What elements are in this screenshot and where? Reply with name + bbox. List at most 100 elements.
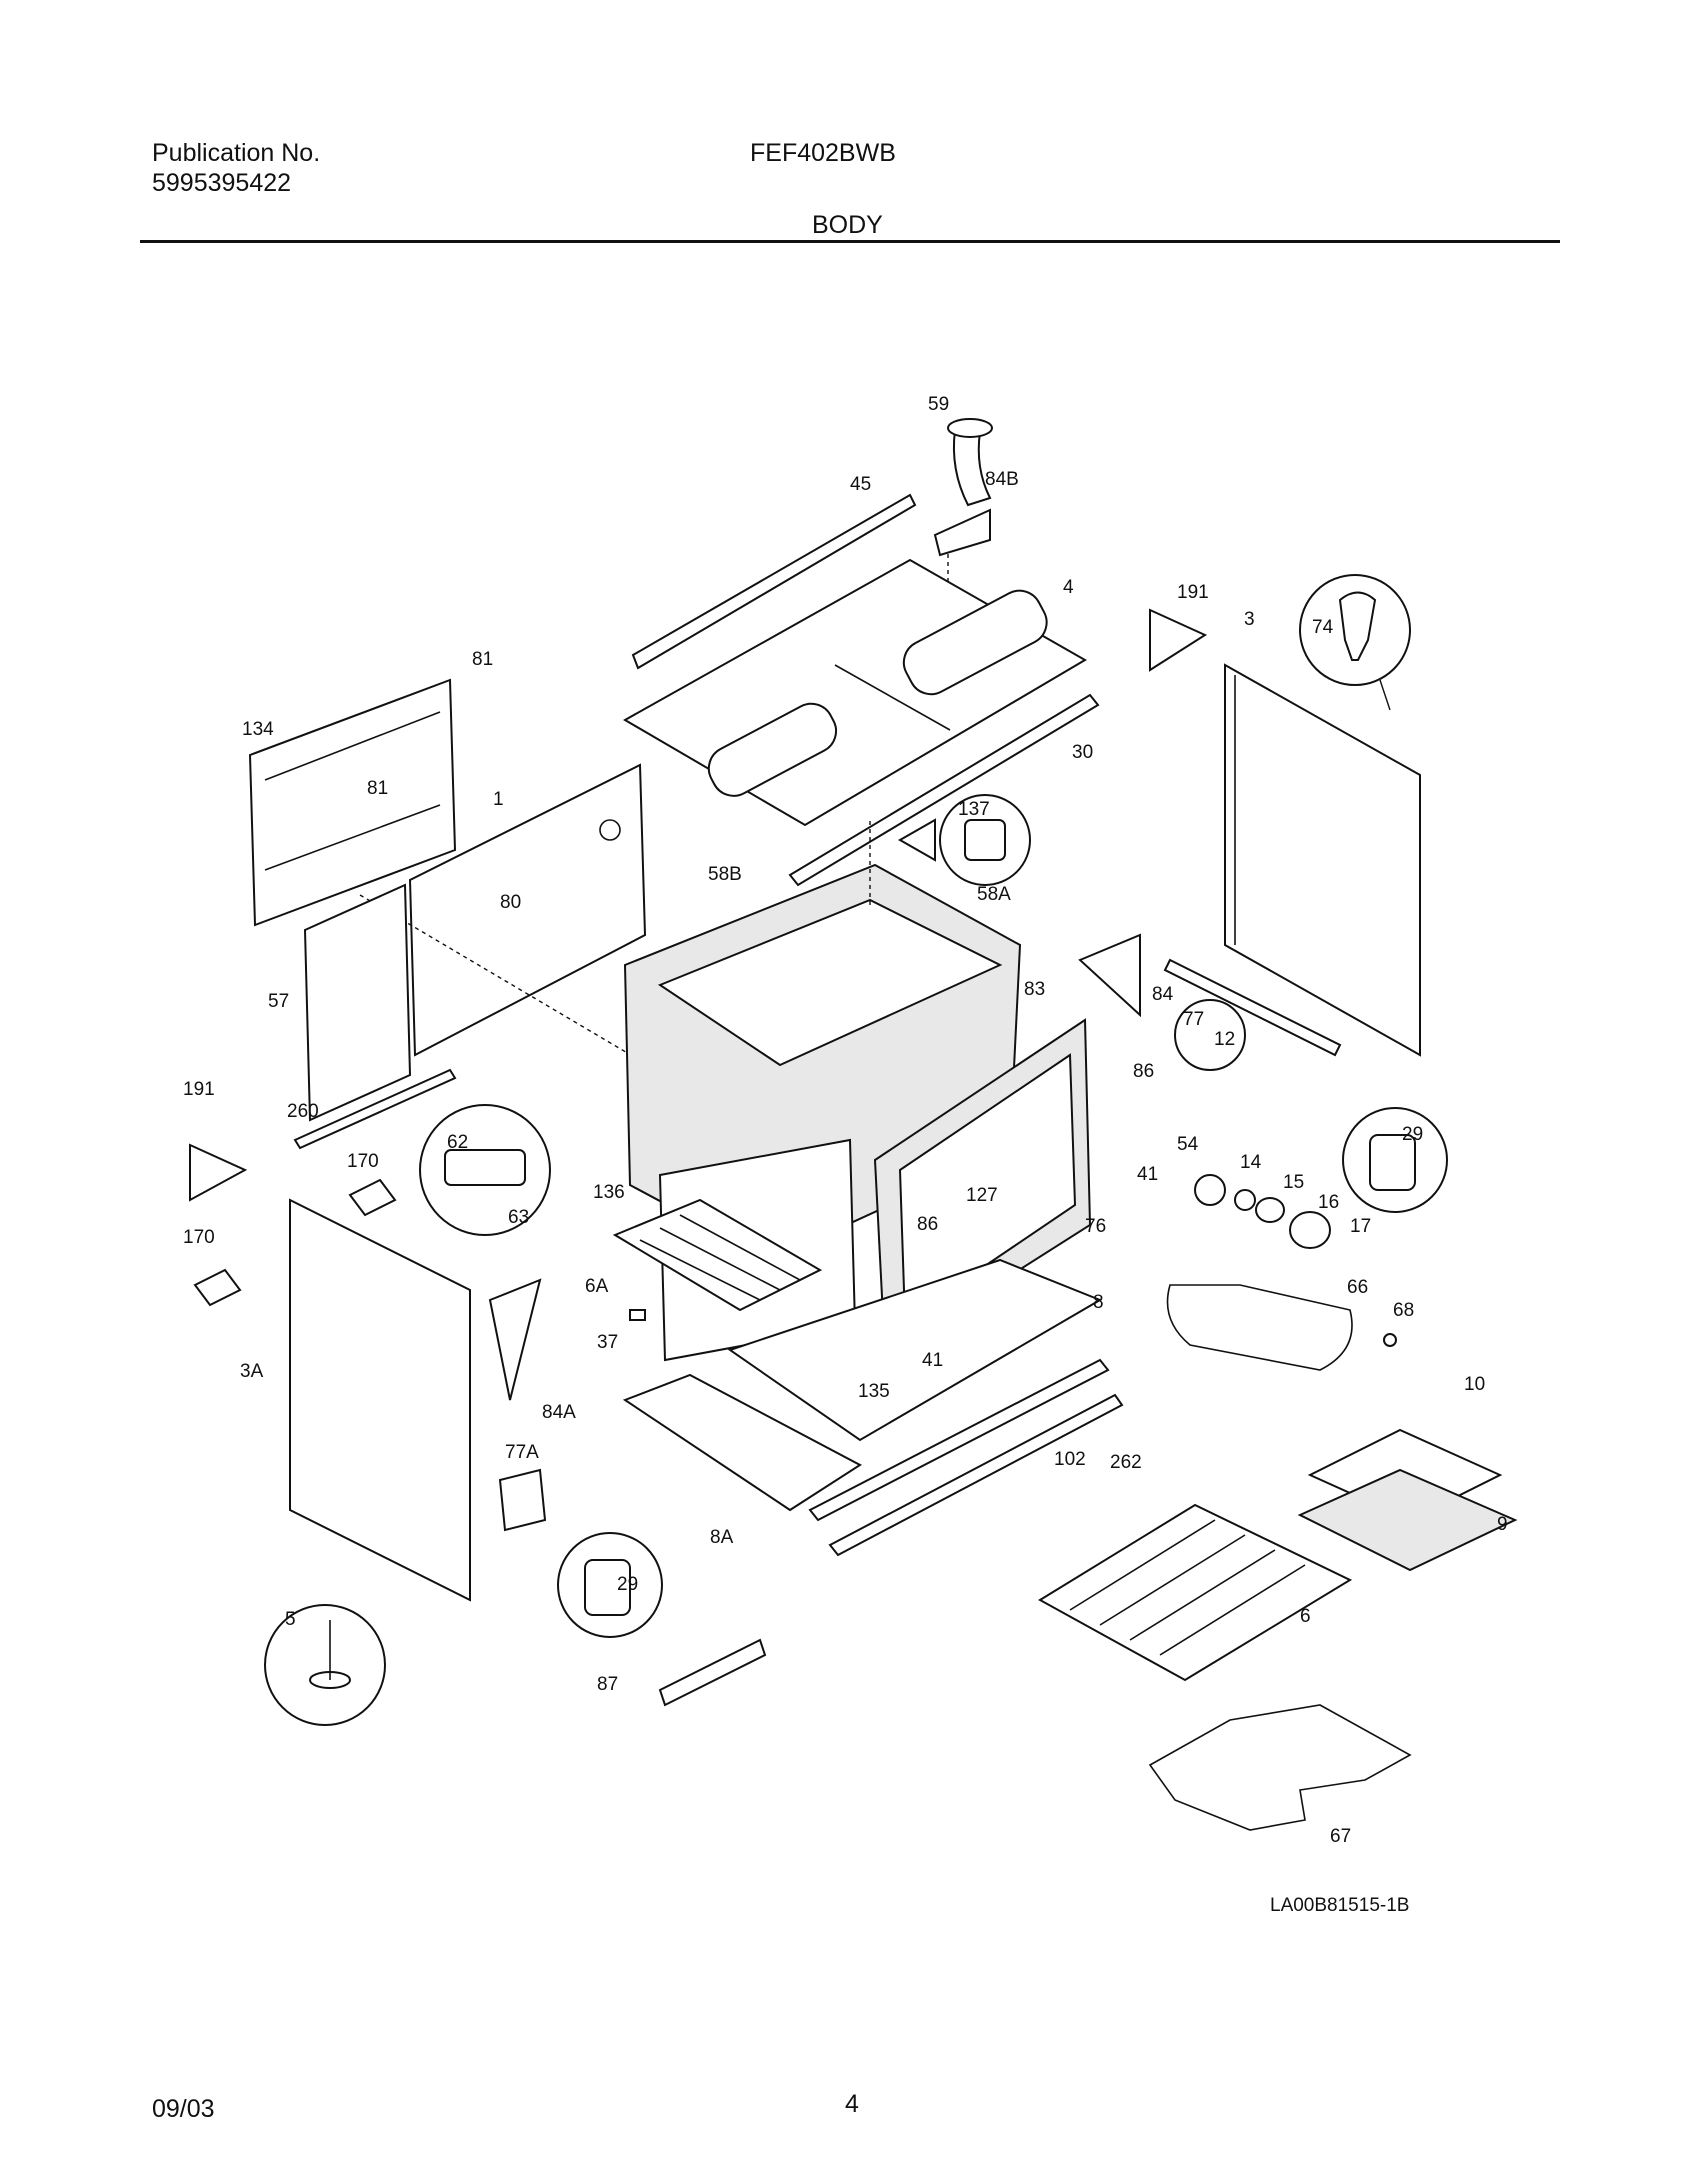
part-83-front-frame <box>873 1018 1092 1357</box>
callout-84: 84 <box>1152 984 1174 1005</box>
callout-41: 41 <box>922 1350 943 1371</box>
callout-191: 191 <box>183 1079 215 1100</box>
callout-62: 62 <box>447 1132 468 1153</box>
callout-135: 135 <box>858 1381 890 1402</box>
part-74-lamp-detail <box>1299 574 1411 711</box>
part-77a-bracket <box>498 1468 547 1532</box>
callout-80: 80 <box>500 892 521 913</box>
callout-3A: 3A <box>240 1361 264 1382</box>
model-number: FEF402BWB <box>750 139 896 167</box>
callout-5: 5 <box>285 1609 296 1630</box>
part-5-leg-detail <box>264 1604 386 1726</box>
callout-10: 10 <box>1464 1374 1485 1395</box>
callout-170: 170 <box>183 1227 215 1248</box>
callout-58B: 58B <box>708 864 742 885</box>
footer-date: 09/03 <box>152 2095 215 2123</box>
part-45-strip <box>631 493 917 670</box>
part-4-top-panel <box>622 558 1087 827</box>
callout-262: 262 <box>1110 1452 1142 1473</box>
callout-41: 41 <box>1137 1164 1158 1185</box>
callout-15: 15 <box>1283 1172 1304 1193</box>
publication-label: Publication No. <box>152 139 321 167</box>
part-6-oven-rack <box>1038 1503 1353 1682</box>
callout-260: 260 <box>287 1101 319 1122</box>
part-57-lower-panel <box>303 883 412 1122</box>
part-137-detail <box>897 794 1031 886</box>
callout-86: 86 <box>917 1214 938 1235</box>
callout-17: 17 <box>1350 1216 1371 1237</box>
callout-63: 63 <box>508 1207 529 1228</box>
part-62-detail <box>419 1104 551 1236</box>
callout-81: 81 <box>472 649 493 670</box>
callout-134: 134 <box>242 719 274 740</box>
part-262-rail <box>828 1393 1124 1557</box>
callout-6A: 6A <box>585 1276 609 1297</box>
drawing-number: LA00B81515-1B <box>1270 1895 1410 1916</box>
part-66-broil-element <box>1166 1284 1353 1371</box>
callout-87: 87 <box>597 1674 618 1695</box>
callout-84B: 84B <box>985 469 1019 490</box>
part-191-bracket <box>1149 608 1208 672</box>
callout-66: 66 <box>1347 1277 1368 1298</box>
callout-29: 29 <box>617 1574 638 1595</box>
callout-16: 16 <box>1318 1192 1339 1213</box>
part-8a-panel <box>622 1373 862 1512</box>
callout-4: 4 <box>1063 577 1074 598</box>
callout-170: 170 <box>347 1151 379 1172</box>
callout-86: 86 <box>1133 1061 1154 1082</box>
callout-12: 12 <box>1214 1029 1235 1050</box>
part-77-bracket <box>1163 958 1342 1057</box>
callout-136: 136 <box>593 1182 625 1203</box>
callout-76: 76 <box>1085 1216 1106 1237</box>
callout-1: 1 <box>493 789 504 810</box>
part-37-clip <box>629 1309 646 1321</box>
part-29-detail-right <box>1342 1107 1448 1213</box>
part-84a-bracket <box>488 1278 542 1401</box>
part-6a-rack <box>612 1198 823 1312</box>
part-8-oven-bottom <box>727 1258 1103 1442</box>
part-87-bracket <box>658 1638 767 1707</box>
callout-8A: 8A <box>710 1527 734 1548</box>
part-29-detail-left <box>557 1532 663 1638</box>
part-3-side-panel <box>1224 663 1421 1057</box>
callout-191: 191 <box>1177 582 1209 603</box>
callout-77: 77 <box>1183 1009 1204 1030</box>
callout-14: 14 <box>1240 1152 1262 1173</box>
callout-127: 127 <box>966 1185 998 1206</box>
part-3a-side-panel <box>289 1198 471 1602</box>
callout-6: 6 <box>1300 1606 1311 1627</box>
callout-81: 81 <box>367 778 388 799</box>
part-170-clip <box>348 1178 397 1217</box>
callout-67: 67 <box>1330 1826 1351 1847</box>
part-134-rear-panel <box>248 678 457 927</box>
page-number: 4 <box>845 2090 859 2118</box>
part-260-strip <box>293 1068 457 1150</box>
callout-45: 45 <box>850 474 871 495</box>
callout-8: 8 <box>1093 1292 1104 1313</box>
part-12-detail <box>1174 999 1246 1071</box>
part-191-bracket-left <box>189 1143 248 1202</box>
callout-83: 83 <box>1024 979 1045 1000</box>
part-84-bracket <box>1078 933 1141 1018</box>
callout-54: 54 <box>1177 1134 1199 1155</box>
callout-84A: 84A <box>542 1402 576 1423</box>
part-170-clip-lower <box>193 1268 242 1307</box>
header-rule <box>140 240 1560 243</box>
callout-3: 3 <box>1244 609 1255 630</box>
part-lamp-assembly <box>1194 1174 1331 1249</box>
part-1-back-wall <box>359 763 691 1091</box>
callout-68: 68 <box>1393 1300 1414 1321</box>
part-9-broiler-pan <box>1297 1468 1518 1572</box>
callout-37: 37 <box>597 1332 618 1353</box>
callout-57: 57 <box>268 991 289 1012</box>
part-67-bake-element <box>1148 1704 1412 1831</box>
part-84b-bracket <box>933 508 991 557</box>
part-102-rail <box>808 1358 1110 1522</box>
callout-30: 30 <box>1072 742 1093 763</box>
callout-102: 102 <box>1054 1449 1086 1470</box>
callout-77A: 77A <box>505 1442 539 1463</box>
section-title: BODY <box>812 211 883 239</box>
part-30-rail <box>788 693 1100 887</box>
